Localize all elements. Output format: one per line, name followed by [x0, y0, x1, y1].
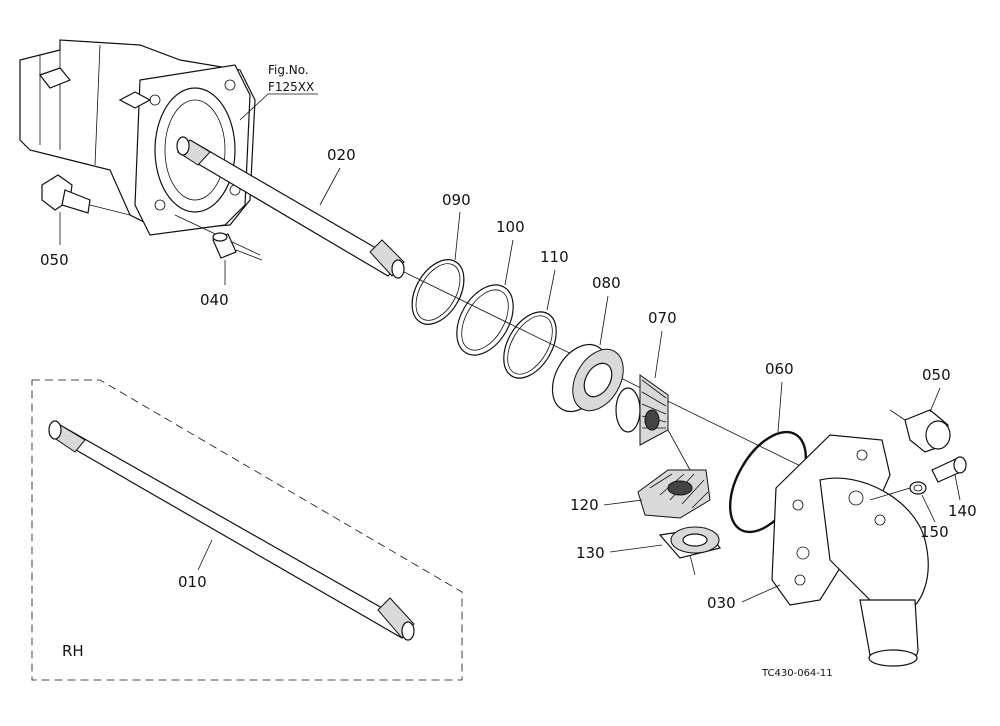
figure-ref-line1: Fig.No.	[268, 63, 309, 77]
part-110-ring: 110	[503, 248, 569, 379]
label-030: 030	[707, 594, 736, 612]
part-140-bolt: 140	[931, 456, 977, 520]
part-150-washer: 150	[909, 481, 949, 541]
label-050-right: 050	[922, 366, 951, 384]
figure-ref-line2: F125XX	[268, 80, 314, 94]
label-120: 120	[570, 496, 599, 514]
rh-inset: 010 RH	[31, 379, 463, 681]
transmission-housing	[19, 39, 261, 256]
part-030-final-case: 030	[707, 434, 929, 667]
drawing-code: TC430-064-11	[761, 668, 833, 679]
part-090-snap-ring: 090	[411, 191, 471, 325]
label-150: 150	[920, 523, 949, 541]
label-070: 070	[648, 309, 677, 327]
part-100-ring: 100	[456, 218, 525, 356]
part-080-bearing: 080	[551, 274, 624, 413]
label-020: 020	[327, 146, 356, 164]
part-020-shaft: 020	[176, 136, 871, 501]
label-130: 130	[576, 544, 605, 562]
part-070-bevel-gear: 070	[615, 309, 677, 446]
label-040: 040	[200, 291, 229, 309]
part-050-plug-left: 050	[40, 174, 131, 269]
label-060: 060	[765, 360, 794, 378]
part-120-bevel-gear: 120	[570, 429, 711, 519]
label-140: 140	[948, 502, 977, 520]
label-080: 080	[592, 274, 621, 292]
label-010: 010	[178, 573, 207, 591]
part-130-bearing: 130	[576, 526, 722, 576]
label-050-left: 050	[40, 251, 69, 269]
part-040-pin: 040	[200, 232, 263, 309]
part-050-plug-right: 050	[889, 366, 951, 453]
figure-reference: Fig.No. F125XX	[239, 63, 318, 121]
label-090: 090	[442, 191, 471, 209]
label-100: 100	[496, 218, 525, 236]
label-110: 110	[540, 248, 569, 266]
rh-label: RH	[62, 642, 84, 660]
